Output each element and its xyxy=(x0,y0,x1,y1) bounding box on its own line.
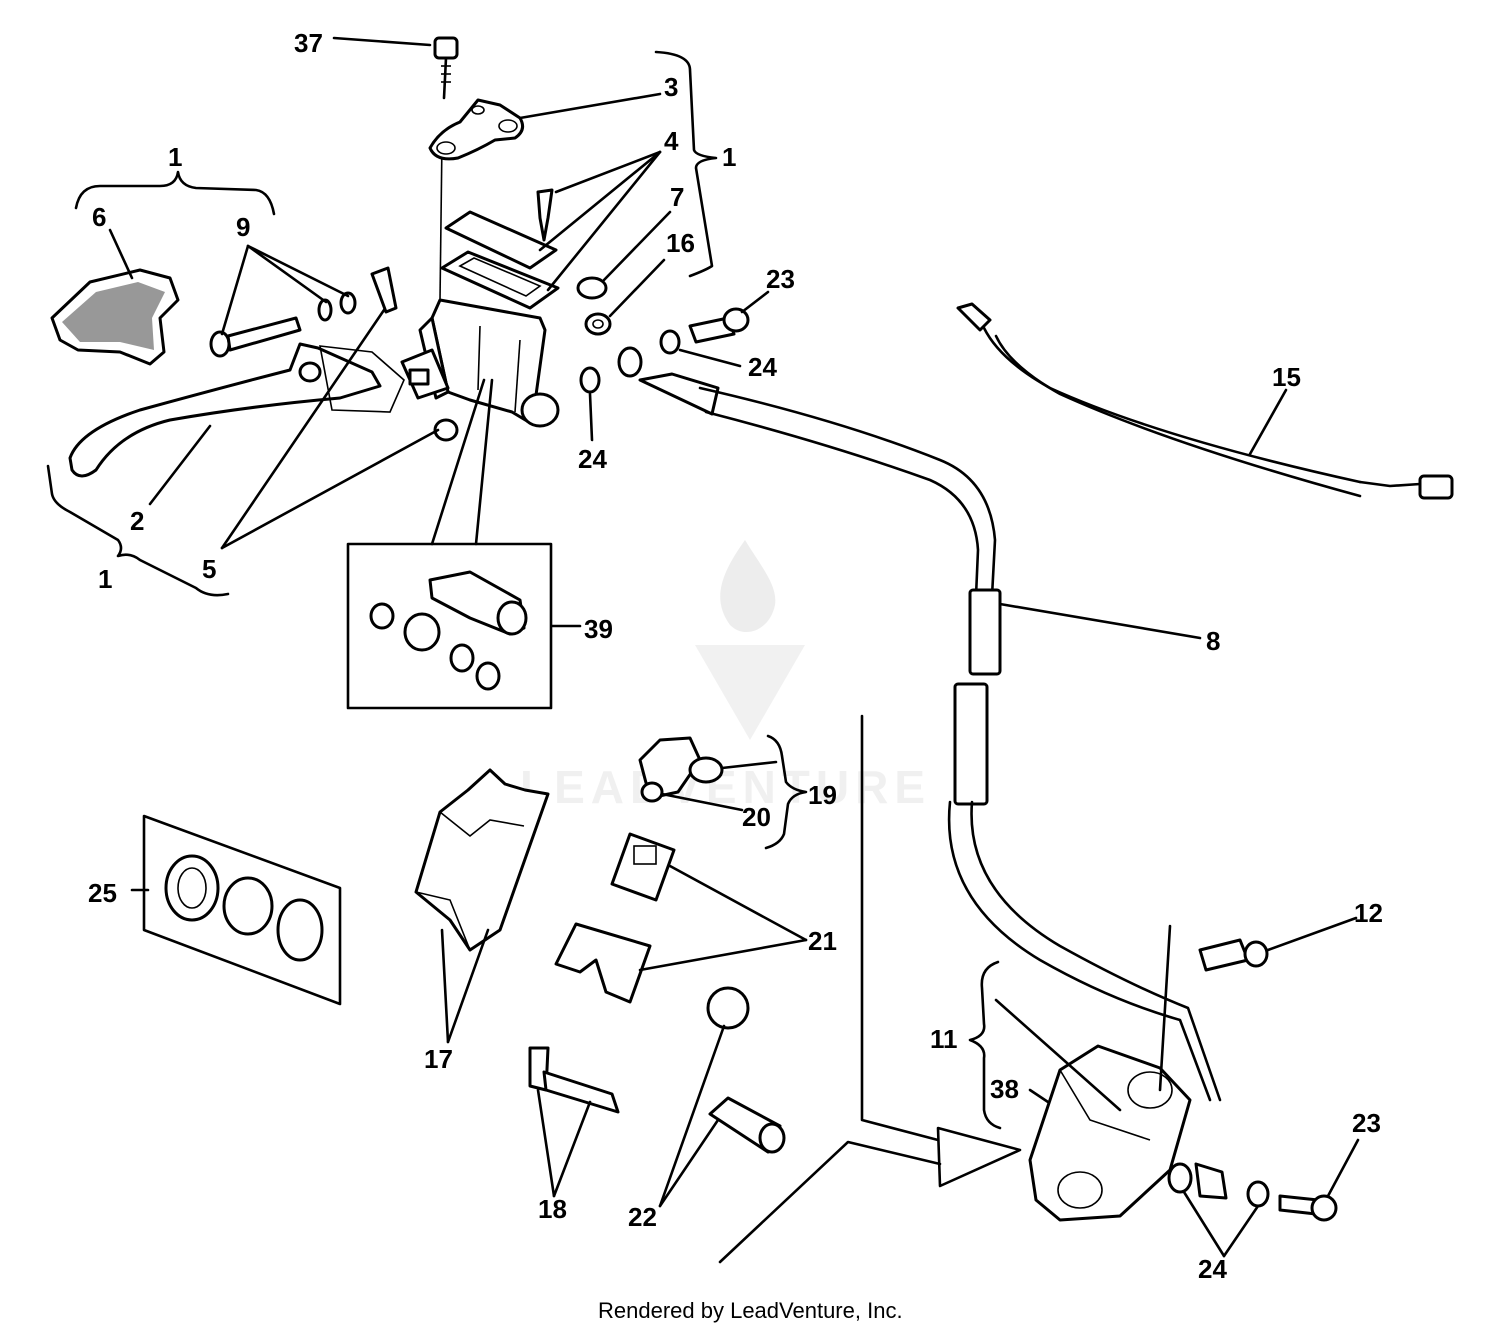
piston-kit-box xyxy=(346,542,553,710)
master-cylinder-drawing xyxy=(370,36,750,442)
callout-1-top-right: 1 xyxy=(722,142,736,172)
footer-credit: Rendered by LeadVenture, Inc. xyxy=(598,1298,903,1323)
callout-15: 15 xyxy=(1272,362,1301,392)
callout-18: 18 xyxy=(538,1194,567,1224)
callout-19: 19 xyxy=(808,780,837,810)
callout-24-bottom: 24 xyxy=(1198,1254,1227,1284)
pad-pin-part xyxy=(528,1046,620,1114)
callout-1-top-left: 1 xyxy=(168,142,182,172)
caliper-piston-kit-box xyxy=(142,814,342,1006)
callout-8: 8 xyxy=(1206,626,1220,656)
callout-7: 7 xyxy=(670,182,684,212)
leader-lines xyxy=(46,36,1360,1264)
callout-3: 3 xyxy=(664,72,678,102)
callout-labels: 37 3 4 1 7 16 1 6 9 23 24 24 15 2 1 5 39… xyxy=(88,28,1383,1284)
callout-38: 38 xyxy=(990,1074,1019,1104)
callout-39: 39 xyxy=(584,614,613,644)
brake-pad-part xyxy=(414,768,550,952)
callout-11: 11 xyxy=(930,1024,958,1054)
callout-22: 22 xyxy=(628,1202,657,1232)
callout-2: 2 xyxy=(130,506,144,536)
callout-24-mid: 24 xyxy=(748,352,777,382)
brake-hose-part xyxy=(638,372,1222,1102)
callout-24-left: 24 xyxy=(578,444,607,474)
callout-16: 16 xyxy=(666,228,695,258)
callout-1-left: 1 xyxy=(98,564,112,594)
callout-23-top: 23 xyxy=(766,264,795,294)
callout-17: 17 xyxy=(424,1044,453,1074)
callout-12: 12 xyxy=(1354,898,1383,928)
callout-6: 6 xyxy=(92,202,106,232)
callout-4: 4 xyxy=(664,126,679,156)
brake-caliper-part xyxy=(1028,938,1338,1222)
lever-screw-part xyxy=(209,291,357,358)
pad-clip-part xyxy=(554,832,676,1004)
lever-bracket-part xyxy=(50,268,180,366)
callout-20: 20 xyxy=(742,802,771,832)
watermark-logo: LEADVENTURE xyxy=(520,540,925,813)
callout-5: 5 xyxy=(202,554,216,584)
callout-21: 21 xyxy=(808,926,837,956)
callout-9: 9 xyxy=(236,212,250,242)
brake-light-wire-part xyxy=(956,302,1454,500)
callout-25: 25 xyxy=(88,878,117,908)
pad-spring-part xyxy=(638,736,724,803)
caliper-boot-part xyxy=(706,986,786,1154)
callout-23-bottom: 23 xyxy=(1352,1108,1381,1138)
brake-lever-part xyxy=(68,342,405,478)
callout-37: 37 xyxy=(294,28,323,58)
